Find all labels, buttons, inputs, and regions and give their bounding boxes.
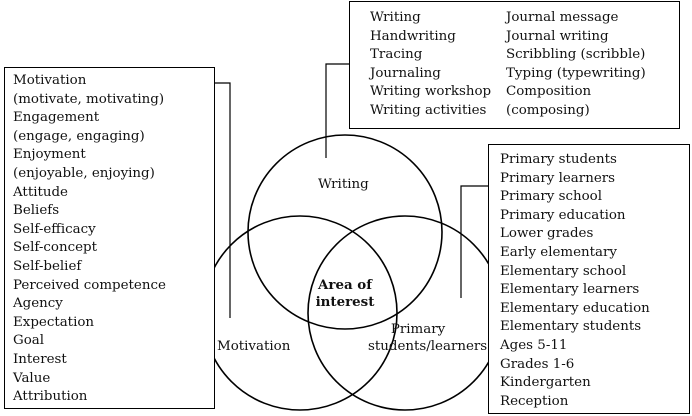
term: Elementary education (500, 300, 650, 316)
term: Expectation (13, 314, 95, 330)
term: Writing activities (370, 102, 487, 118)
term: (composing) (506, 102, 590, 118)
primary-circle-label-line2: students/learners (368, 339, 488, 354)
writing-terms-left-column: Writing Handwriting Tracing Journaling W… (370, 9, 491, 121)
term: Interest (13, 351, 67, 367)
term: Motivation (13, 73, 87, 88)
motivation-terms-box: Motivation (motivate, motivating) Engage… (4, 67, 215, 409)
term: Early elementary (500, 244, 617, 260)
term: Enjoyment (13, 147, 86, 163)
term: Lower grades (500, 226, 594, 242)
term: Writing (370, 10, 421, 25)
term: (engage, engaging) (13, 128, 145, 144)
writing-terms-box: Writing Handwriting Tracing Journaling W… (349, 1, 680, 129)
term: Elementary school (500, 263, 627, 279)
term: Elementary students (500, 319, 642, 335)
primary-circle-label: Primary students/learners (368, 321, 488, 355)
term: (enjoyable, enjoying) (13, 165, 155, 181)
term: (motivate, motivating) (13, 91, 165, 107)
writing-terms-right-column: Journal message Journal writing Scribbli… (506, 9, 646, 121)
primary-circle-label-line1: Primary (390, 322, 446, 337)
writing-connector (325, 63, 349, 158)
term: Typing (typewriting) (506, 65, 646, 81)
area-of-interest-line2: interest (315, 294, 375, 310)
term: Elementary learners (500, 282, 640, 298)
area-of-interest-label: Area of interest (313, 277, 377, 311)
term: Journal message (506, 10, 619, 25)
writing-circle-label: Writing (318, 177, 369, 192)
term: Primary students (500, 152, 617, 167)
term: Scribbling (scribble) (506, 47, 646, 63)
term: Attribution (13, 389, 88, 405)
term: Attitude (13, 184, 68, 200)
term: Agency (13, 296, 63, 312)
term: Value (13, 370, 51, 386)
primary-connector (460, 185, 488, 298)
term: Perceived competence (13, 277, 166, 293)
term: Engagement (13, 110, 100, 126)
term: Self-concept (13, 240, 97, 256)
area-of-interest-line1: Area of (318, 277, 372, 293)
term: Reception (500, 393, 569, 409)
term: Tracing (370, 47, 423, 63)
primary-terms-box: Primary students Primary learners Primar… (488, 144, 690, 414)
term: Beliefs (13, 203, 60, 219)
term: Journaling (370, 65, 441, 81)
motivation-circle-label: Motivation (217, 339, 291, 354)
term: Primary school (500, 189, 602, 205)
motivation-circle (202, 215, 398, 411)
term: Goal (13, 333, 45, 349)
term: Primary education (500, 207, 626, 223)
term: Self-belief (13, 258, 82, 274)
term: Self-efficacy (13, 221, 96, 237)
term: Journal writing (506, 28, 609, 44)
term: Kindergarten (500, 375, 591, 391)
primary-circle (307, 215, 503, 411)
term: Primary learners (500, 170, 616, 186)
term: Handwriting (370, 28, 456, 44)
motivation-connector (215, 82, 231, 318)
term: Composition (506, 84, 592, 100)
term: Writing workshop (370, 84, 492, 100)
term: Grades 1-6 (500, 356, 575, 372)
term: Ages 5-11 (500, 337, 568, 353)
